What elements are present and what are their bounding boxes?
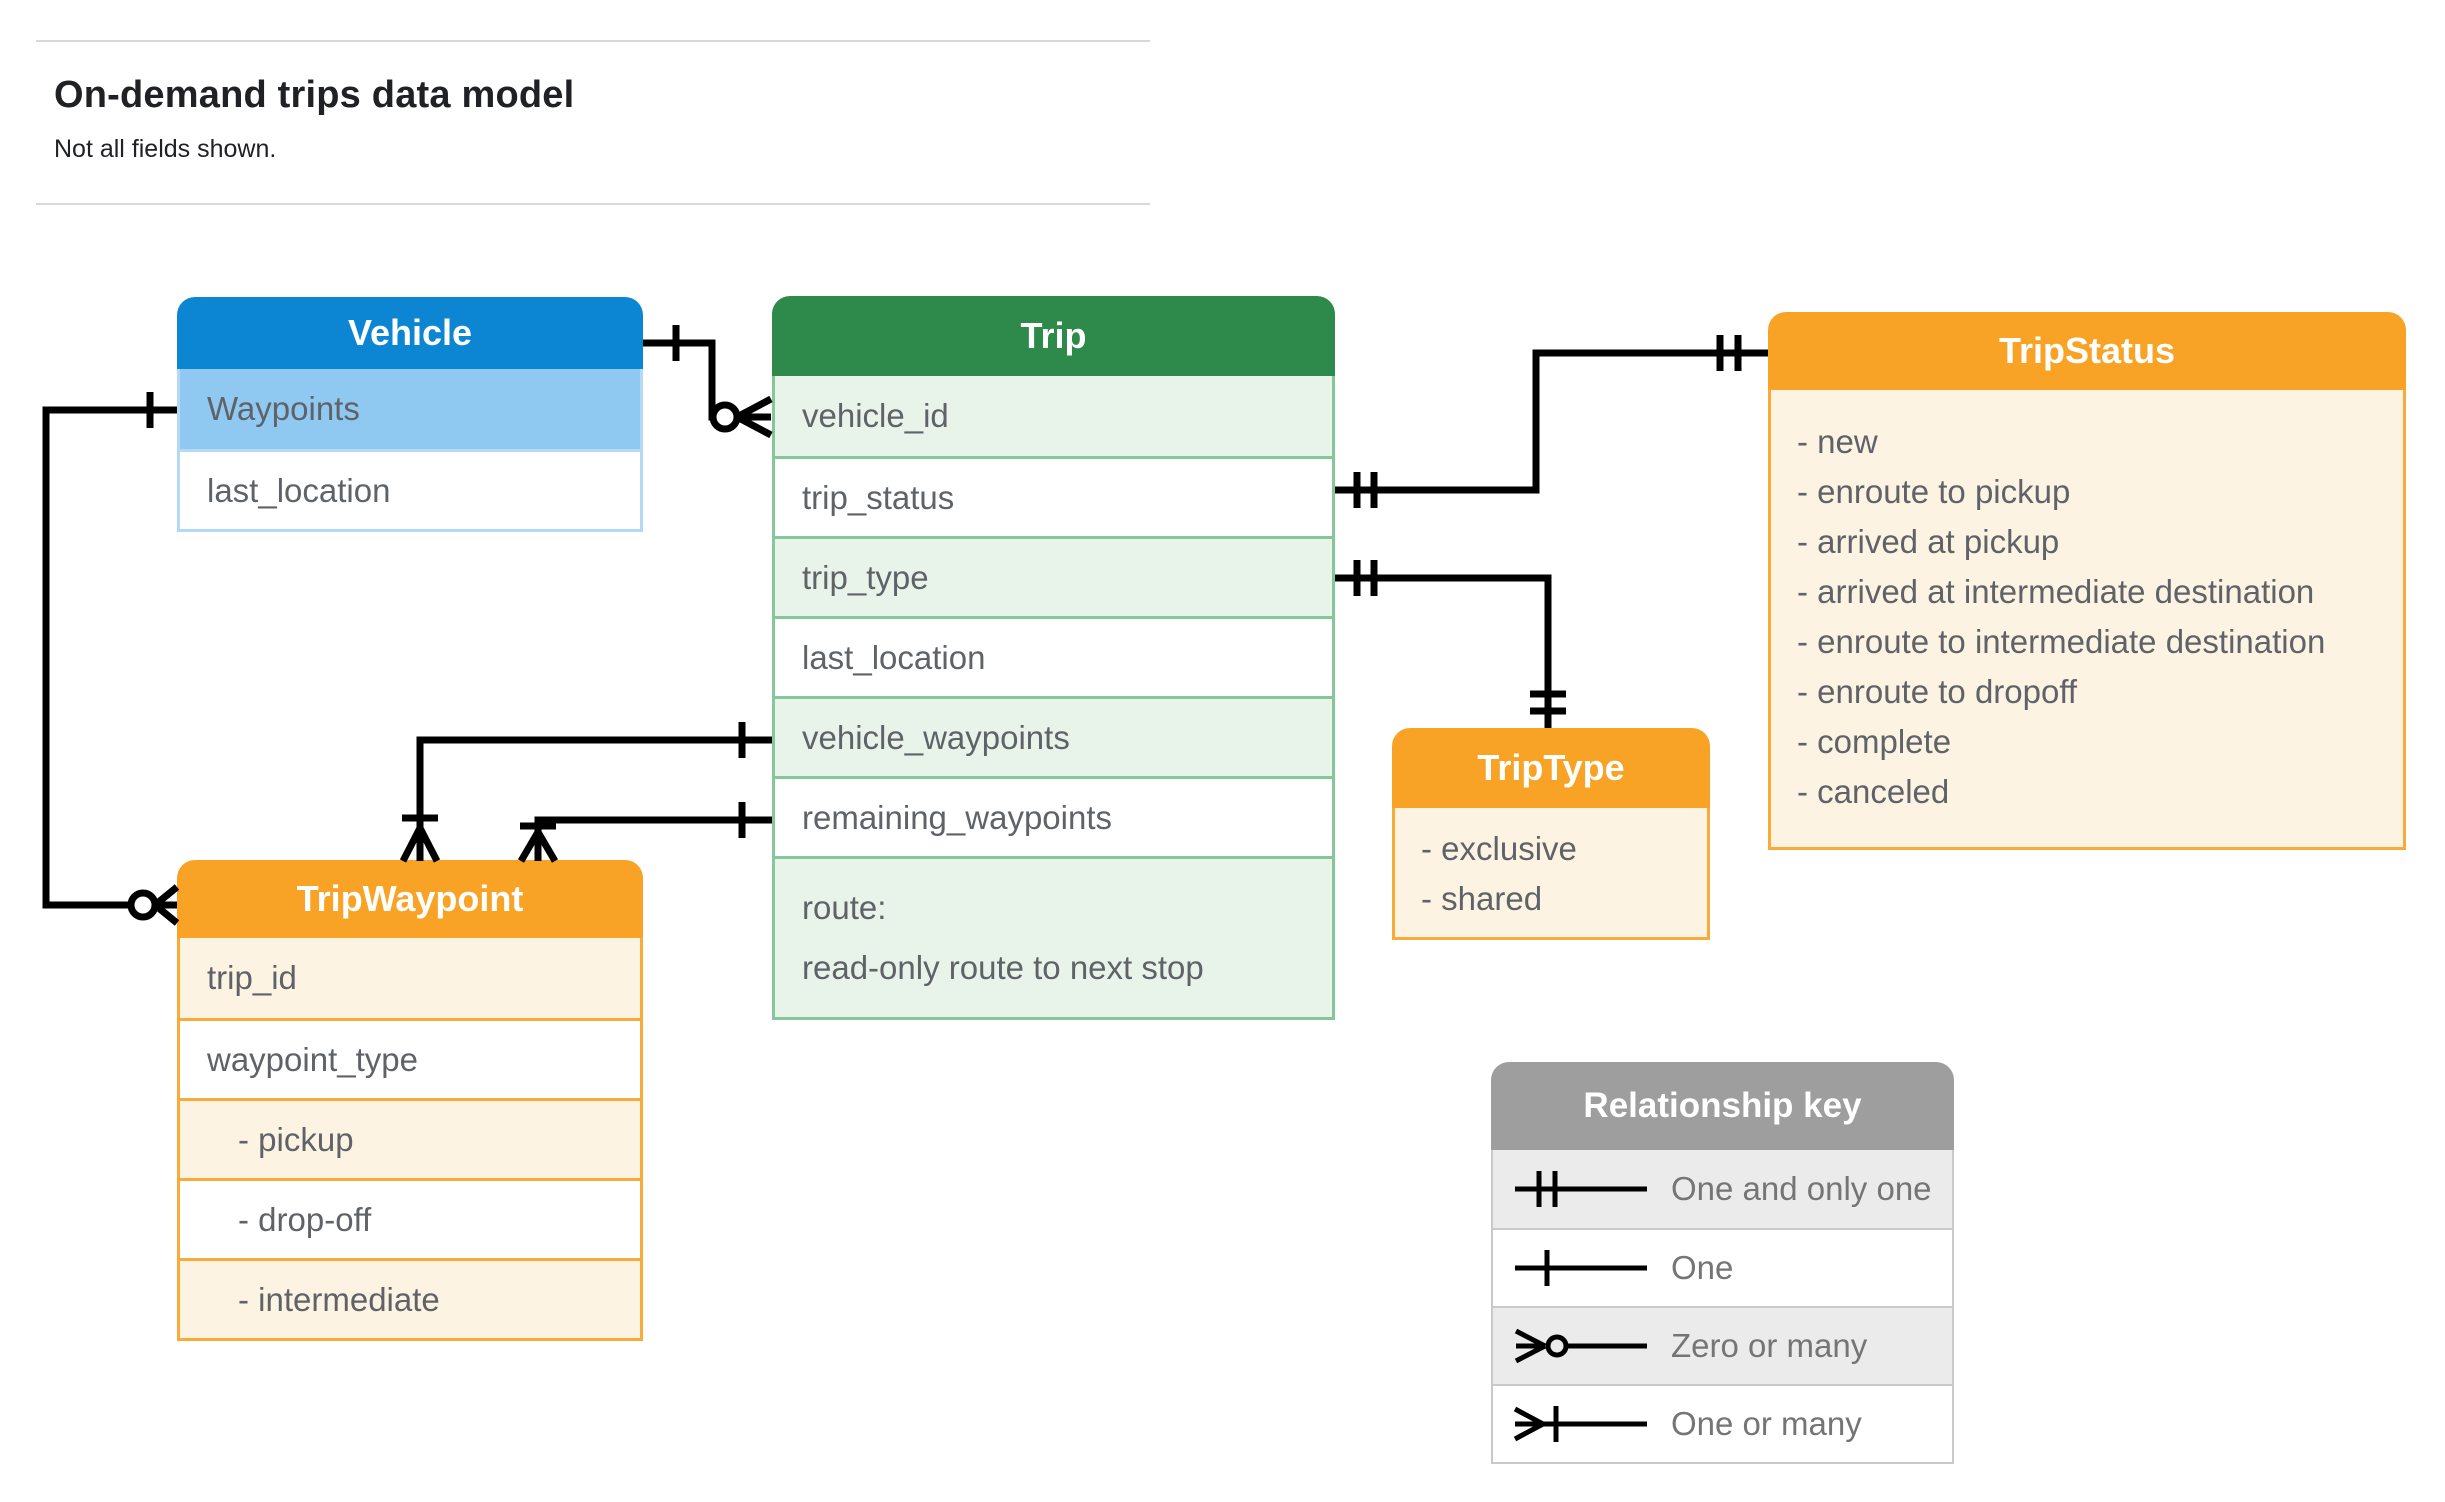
- bottom-divider: [36, 203, 1150, 205]
- entity-vehicle: Vehicle Waypoints last_location: [177, 297, 643, 532]
- entity-vehicle-title: Vehicle: [177, 297, 643, 369]
- trip-row-remaining-waypoints: remaining_waypoints: [775, 776, 1332, 856]
- connector-remaining-waypoints-to-tripwaypoint: [517, 802, 772, 863]
- entity-triptype-title: TripType: [1392, 728, 1710, 808]
- tripwaypoint-row-pickup: - pickup: [180, 1098, 640, 1178]
- trip-row-last-location: last_location: [775, 616, 1332, 696]
- tripstatus-value: - new: [1797, 423, 1878, 460]
- trip-row-trip-status: trip_status: [775, 456, 1332, 536]
- tripstatus-value: - arrived at pickup: [1797, 523, 2060, 560]
- tripstatus-value: - complete: [1797, 723, 1952, 760]
- tripstatus-value: - enroute to intermediate destination: [1797, 623, 2326, 660]
- entity-triptype: TripType - exclusive - shared: [1392, 728, 1710, 940]
- relationship-key: Relationship key One and only one One Ze…: [1491, 1062, 1954, 1464]
- entity-tripstatus-body: - new - enroute to pickup - arrived at p…: [1768, 390, 2406, 850]
- connector-trip-status-to-tripstatus: [1335, 335, 1768, 508]
- tripwaypoint-row-intermediate: - intermediate: [180, 1258, 640, 1338]
- legend-item-label: One: [1671, 1249, 1734, 1286]
- page-subtitle: Not all fields shown.: [54, 135, 277, 163]
- vehicle-row-last-location: last_location: [180, 449, 640, 529]
- entity-trip-title: Trip: [772, 296, 1335, 376]
- tripwaypoint-row-drop-off: - drop-off: [180, 1178, 640, 1258]
- one-icon: [1515, 1250, 1647, 1286]
- entity-tripstatus: TripStatus - new - enroute to pickup - a…: [1768, 312, 2406, 850]
- top-divider: [36, 40, 1150, 42]
- legend-item-one-or-many: One or many: [1493, 1384, 1952, 1462]
- tripwaypoint-row-waypoint-type: waypoint_type: [180, 1018, 640, 1098]
- legend-item-zero-or-many: Zero or many: [1493, 1306, 1952, 1384]
- page-title: On-demand trips data model: [54, 74, 575, 116]
- tripstatus-value: - arrived at intermediate destination: [1797, 573, 2315, 610]
- tripwaypoint-row-trip-id: trip_id: [180, 938, 640, 1018]
- tripstatus-value: - enroute to dropoff: [1797, 673, 2078, 710]
- entity-tripwaypoint: TripWaypoint trip_id waypoint_type - pic…: [177, 860, 643, 1341]
- tripstatus-value: - canceled: [1797, 773, 1950, 810]
- trip-route-description: read-only route to next stop: [802, 949, 1204, 986]
- trip-row-vehicle-id: vehicle_id: [775, 376, 1332, 456]
- legend-item-label: One and only one: [1671, 1170, 1932, 1207]
- legend-item-one: One: [1493, 1228, 1952, 1306]
- tripstatus-value: - enroute to pickup: [1797, 473, 2071, 510]
- entity-trip: Trip vehicle_id trip_status trip_type la…: [772, 296, 1335, 1020]
- entity-trip-body: vehicle_id trip_status trip_type last_lo…: [772, 376, 1335, 1020]
- entity-tripwaypoint-title: TripWaypoint: [177, 860, 643, 938]
- connector-vehicle-waypoints-row-to-tripwaypoint: [399, 722, 772, 863]
- connector-vehicle-to-trip: [643, 325, 773, 439]
- entity-tripwaypoint-body: trip_id waypoint_type - pickup - drop-of…: [177, 938, 643, 1341]
- one-or-many-icon: [1513, 1406, 1647, 1442]
- entity-vehicle-body: Waypoints last_location: [177, 369, 643, 532]
- triptype-value: - shared: [1421, 880, 1543, 917]
- connector-vehicle-waypoints-to-tripwaypoint: [42, 392, 180, 926]
- trip-row-trip-type: trip_type: [775, 536, 1332, 616]
- entity-triptype-body: - exclusive - shared: [1392, 808, 1710, 940]
- relationship-key-title: Relationship key: [1491, 1062, 1954, 1150]
- connector-trip-type-to-triptype: [1335, 560, 1566, 728]
- zero-or-many-icon: [1514, 1328, 1647, 1364]
- relationship-key-body: One and only one One Zero or many One or…: [1491, 1150, 1954, 1464]
- legend-item-label: One or many: [1671, 1405, 1862, 1442]
- triptype-value: - exclusive: [1421, 830, 1577, 867]
- trip-route-label: route:: [802, 889, 887, 926]
- vehicle-row-waypoints: Waypoints: [180, 369, 640, 449]
- trip-row-route: route: read-only route to next stop: [775, 856, 1332, 1017]
- legend-item-one-and-only-one: One and only one: [1493, 1150, 1952, 1228]
- one-and-only-one-icon: [1515, 1171, 1647, 1207]
- legend-item-label: Zero or many: [1671, 1327, 1868, 1364]
- entity-tripstatus-title: TripStatus: [1768, 312, 2406, 390]
- trip-row-vehicle-waypoints: vehicle_waypoints: [775, 696, 1332, 776]
